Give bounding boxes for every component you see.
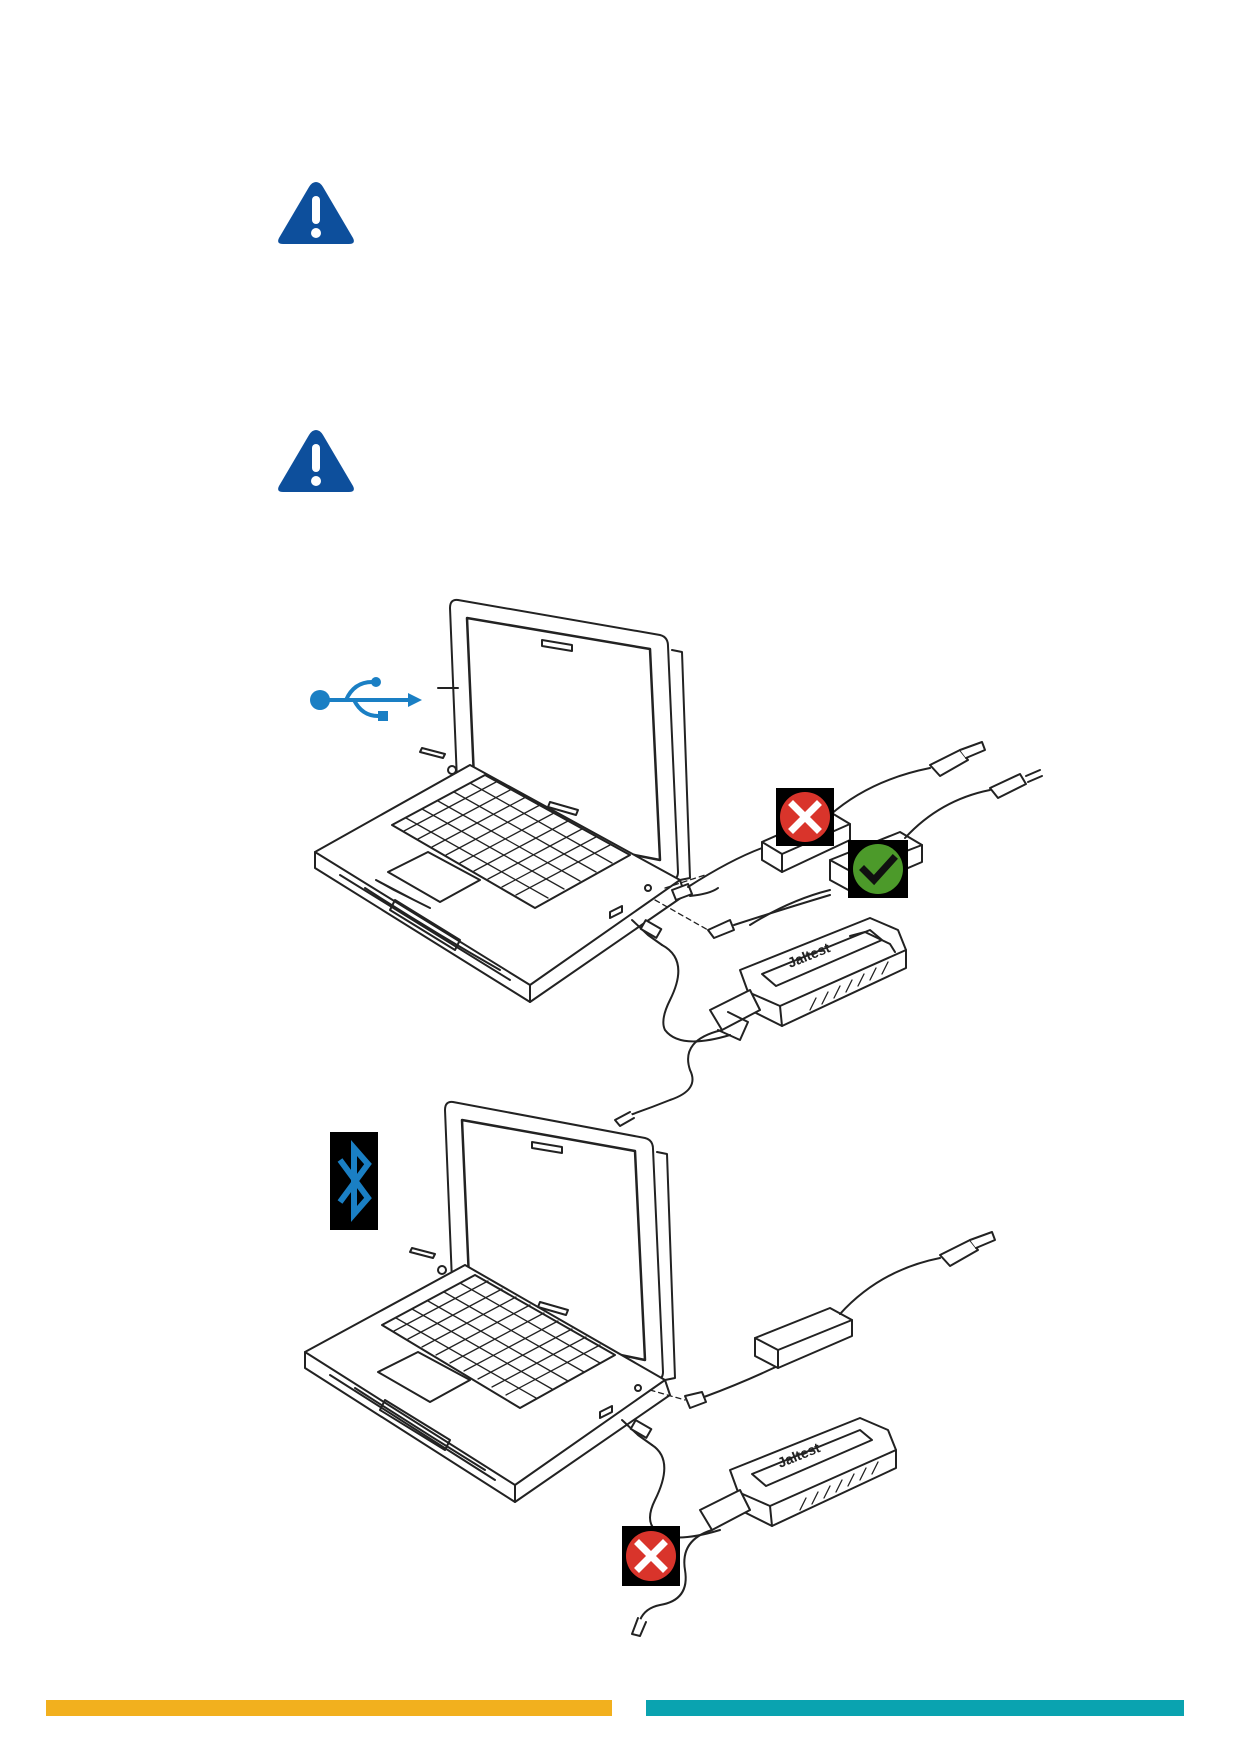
laptop-usb-connection-illustration: Jaltest [310, 590, 1060, 1130]
check-icon [848, 840, 908, 898]
footer-bar-right [646, 1700, 1184, 1716]
warning-triangle-icon [276, 178, 356, 248]
footer-bar-left [46, 1700, 612, 1716]
usb-icon [308, 672, 423, 724]
bluetooth-icon [330, 1132, 378, 1230]
cross-icon [776, 788, 834, 846]
warning-triangle-icon [276, 426, 356, 496]
cross-icon [622, 1526, 680, 1586]
laptop-bluetooth-connection-illustration: Jaltest [300, 1100, 1020, 1640]
